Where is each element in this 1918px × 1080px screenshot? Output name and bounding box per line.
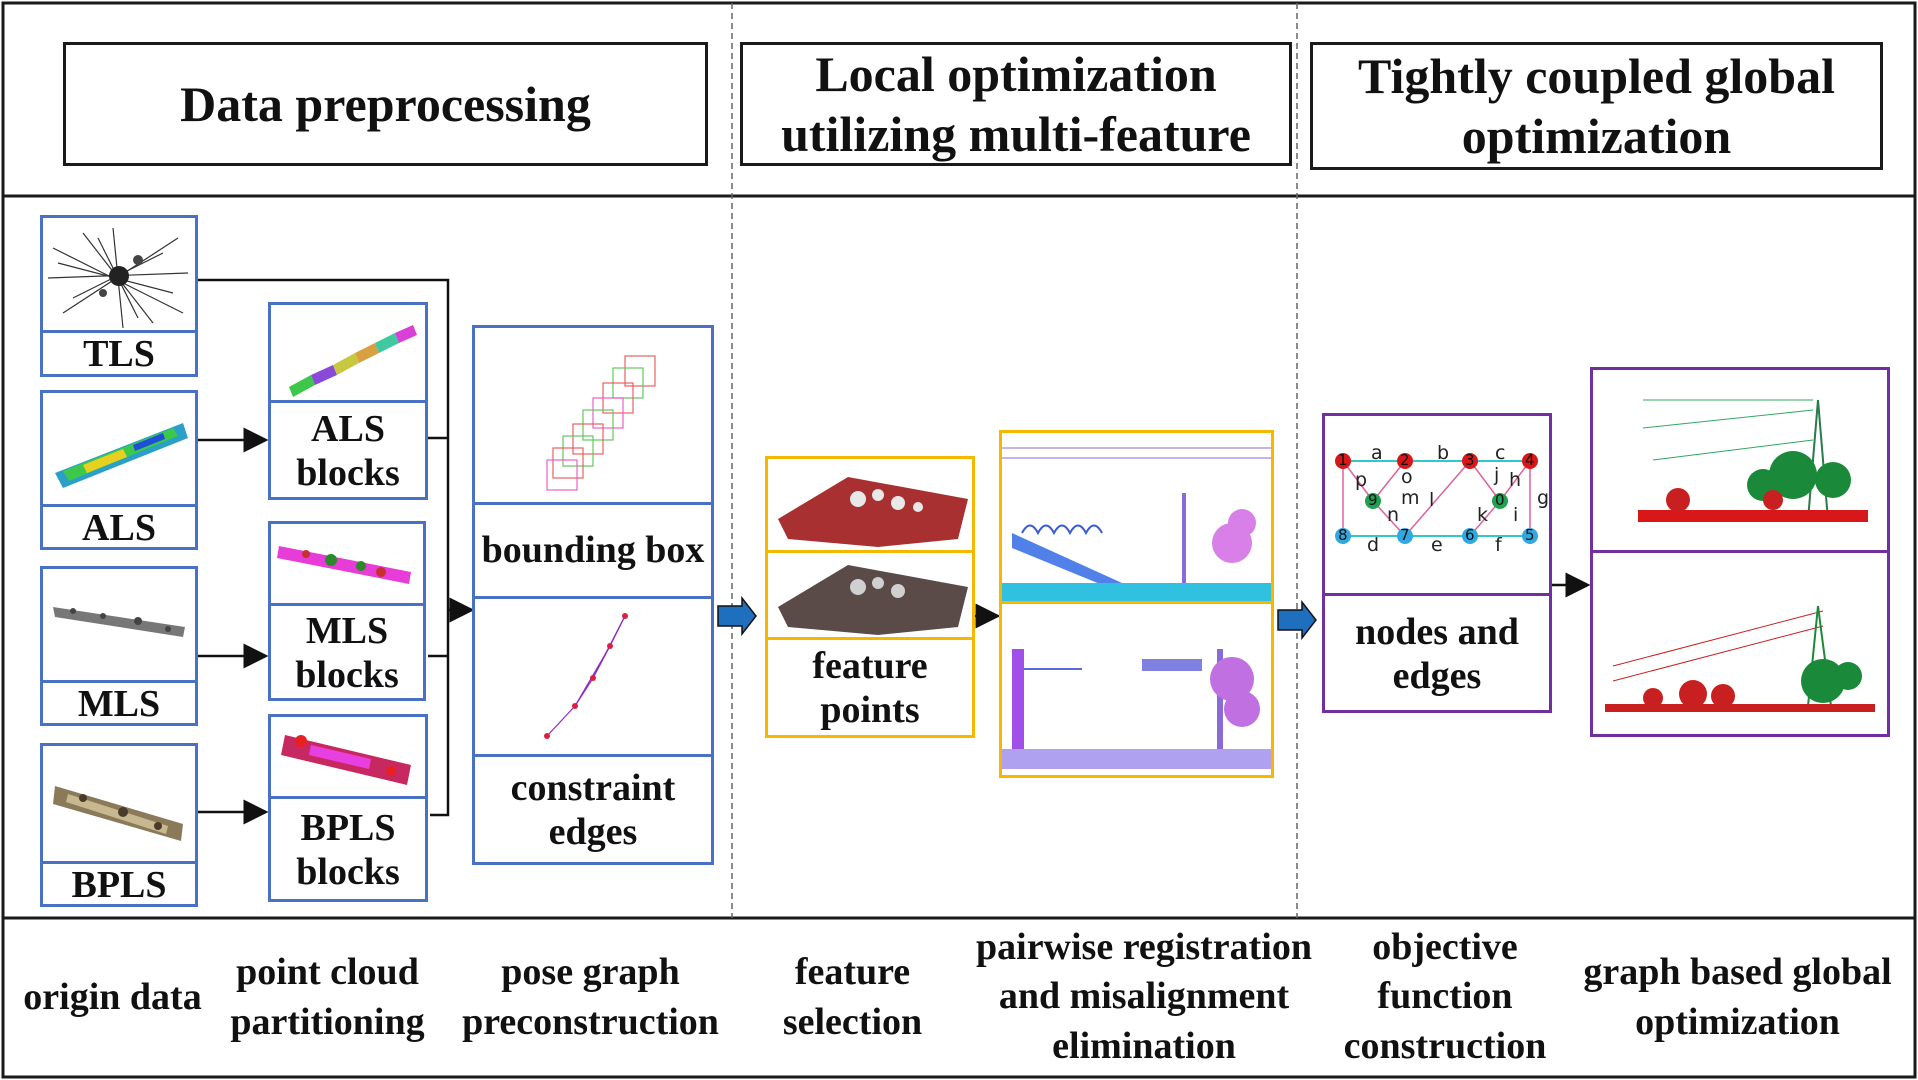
node-letter-l: l [1429,489,1435,511]
pairwise-image-top [1002,447,1271,601]
mls-pointcloud-image [53,607,185,637]
header-local: Local optimization utilizing multi-featu… [781,46,1251,162]
source-label-mls: MLS [77,682,161,725]
mls-blocks-image [277,546,411,584]
bounding-box-image [546,355,656,491]
feature-points-image [778,477,968,635]
node-letter-p: p [1355,469,1368,491]
global-opt-image-bottom [1605,605,1875,712]
bpls-pointcloud-image [53,786,183,841]
nodes-edges-panel [1322,413,1552,713]
als-blocks-divider [268,400,428,403]
node-number-7: 7 [1400,526,1410,544]
step-origin-data: origin data [23,975,202,1018]
node-number-6: 6 [1465,526,1475,544]
node-letter-j: j [1494,464,1500,486]
node-letter-k: k [1477,504,1489,526]
als-pointcloud-image [55,423,188,488]
als-divider [40,504,198,507]
pairwise-image-bottom [1002,649,1271,769]
node-letter-m: m [1401,487,1420,509]
source-label-tls: TLS [83,333,155,376]
pose-graph-panel [472,325,714,865]
pose-divider-2 [472,596,714,599]
als-blocks-image [289,325,417,397]
node-letter-c: c [1495,442,1506,464]
node-letter-f: f [1495,534,1502,556]
graph-label-constraint-edges: constraint edges [510,767,676,853]
node-letter-a: a [1371,442,1383,464]
node-letter-o: o [1401,466,1413,488]
step-objective-function: objective function construction [1343,925,1547,1067]
node-letter-e: e [1431,534,1443,556]
tls-divider [40,330,198,333]
node-letter-n: n [1387,504,1400,526]
header-box-preprocessing [63,42,708,166]
node-number-4: 4 [1525,451,1535,469]
bpls-panel [40,743,198,907]
nodes-edges-graph [1335,453,1538,544]
source-label-bpls: BPLS [71,863,167,906]
header-global: Tightly coupled global optimization [1358,48,1835,164]
block-label-bpls: BPLS blocks [296,806,400,893]
mls-blocks-panel [268,521,426,701]
graph-label-bounding-box: bounding box [481,529,705,572]
block-label-als: ALS blocks [296,407,400,494]
bpls-divider [40,861,198,864]
node-letter-d: d [1367,534,1380,556]
feature-divider-2 [765,637,975,640]
step-pairwise-registration: pairwise registration and misalignment e… [976,925,1312,1067]
node-number-0: 0 [1495,491,1505,509]
mls-divider [40,680,198,683]
pairwise-divider [999,601,1274,604]
node-number-8: 8 [1338,526,1348,544]
node-number-1: 1 [1338,451,1348,469]
node-letter-i: i [1513,504,1519,526]
feature-points-panel [765,456,975,738]
feature-divider-1 [765,550,975,553]
nodes-edges-divider [1322,593,1552,596]
node-letter-g: g [1537,487,1550,509]
step-feature-selection: feature selection [782,951,923,1043]
constraint-edges-image [544,613,628,739]
tls-panel [40,215,198,377]
node-number-3: 3 [1465,451,1475,469]
header-box-local [740,42,1292,166]
source-label-als: ALS [82,506,156,549]
step-pose-graph-preconstruction: pose graph preconstruction [462,951,719,1043]
header-box-global [1310,42,1883,170]
node-letter-b: b [1437,442,1450,464]
node-number-5: 5 [1525,526,1535,544]
graph-label-nodes-edges: nodes and edges [1355,610,1519,697]
bpls-blocks-panel [268,714,428,902]
bpls-blocks-divider [268,796,428,799]
mls-blocks-divider [268,603,426,606]
global-opt-divider [1590,550,1890,553]
header-preprocessing: Data preprocessing [180,76,591,132]
global-opt-image-top [1638,399,1868,522]
pairwise-panel [999,430,1274,778]
bpls-blocks-image [281,735,411,785]
step-point-cloud-partitioning: point cloud partitioning [230,951,425,1043]
block-label-mls: MLS blocks [295,609,399,696]
node-letter-h: h [1509,469,1522,491]
node-number-2: 2 [1400,451,1410,469]
pose-divider-1 [472,502,714,505]
pose-divider-3 [472,754,714,757]
graph-label-feature-points: feature points [812,645,928,731]
step-graph-global-optimization: graph based global optimization [1583,951,1892,1043]
tls-pointcloud-image [47,227,189,329]
als-panel [40,390,198,550]
node-number-9: 9 [1368,491,1378,509]
mls-panel [40,566,198,726]
